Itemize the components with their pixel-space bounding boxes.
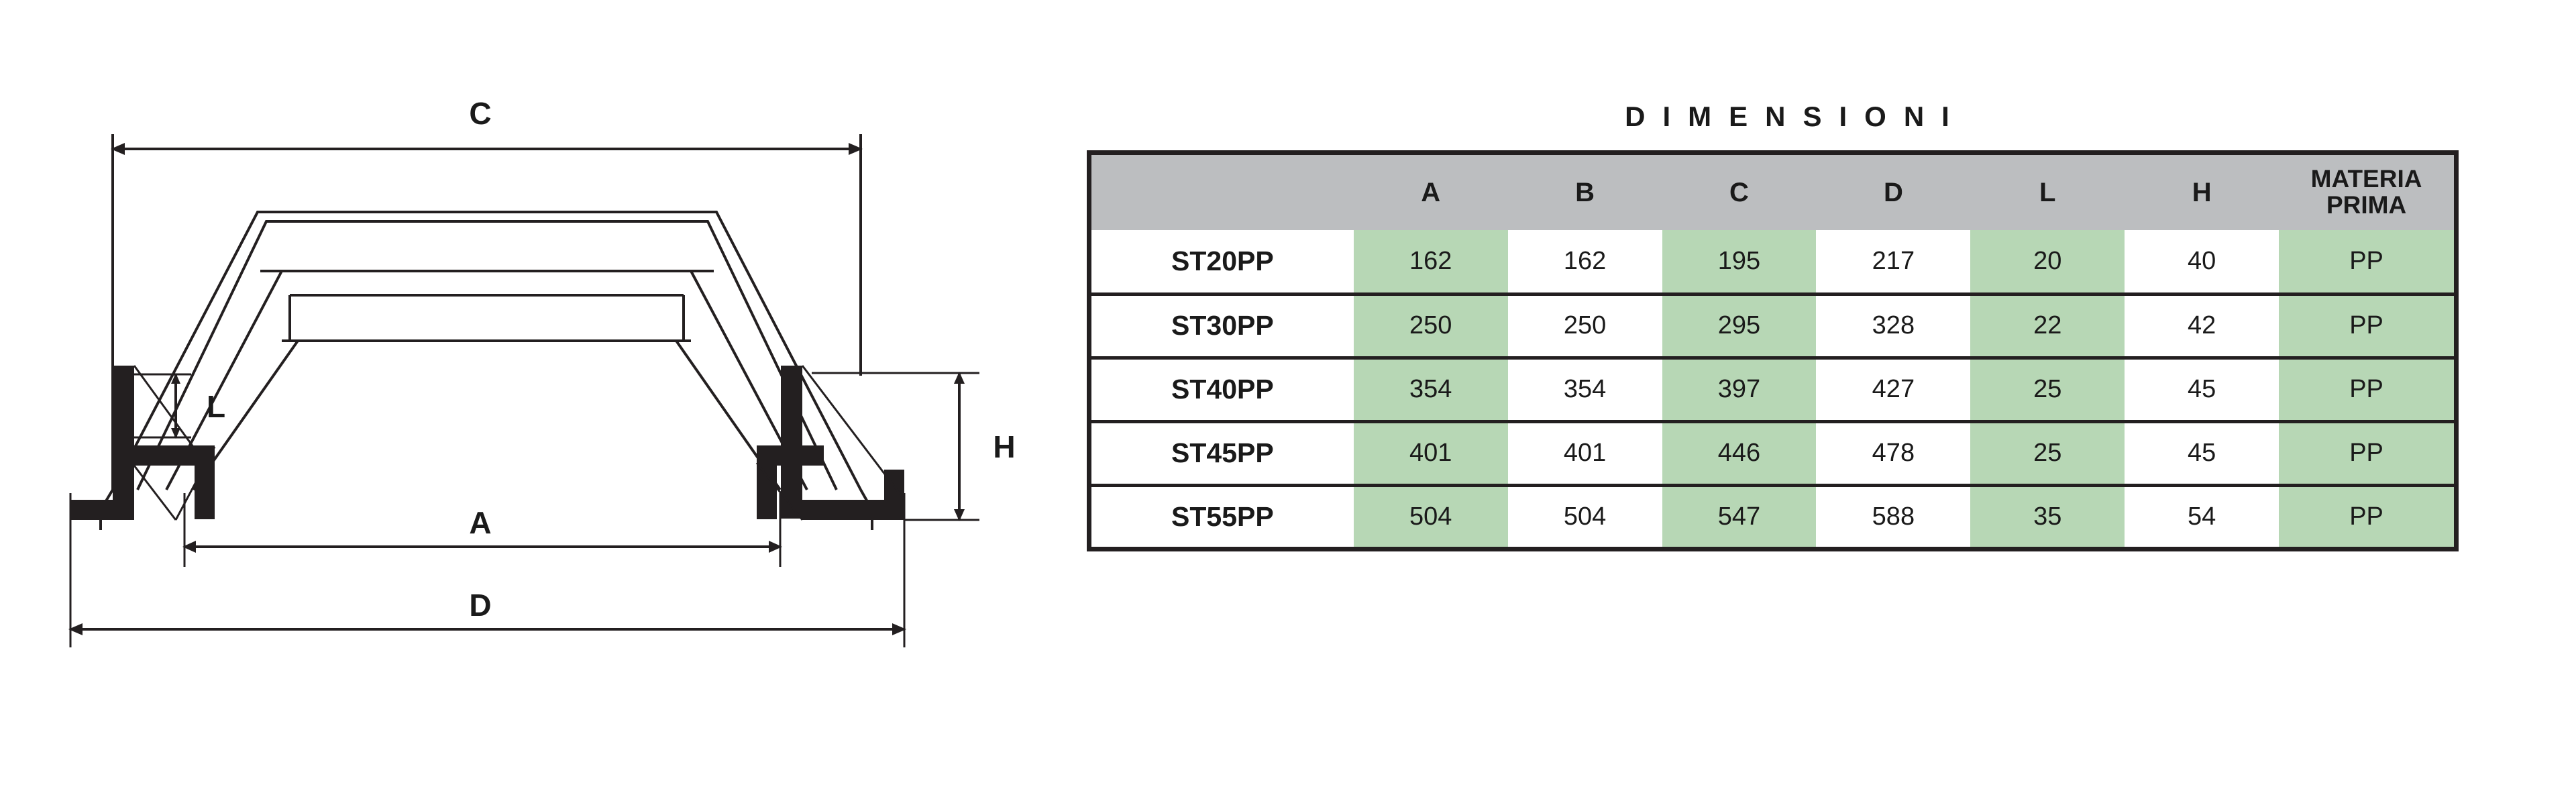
table-row: ST55PP 504 504 547 588 35 54 PP [1089, 483, 2457, 549]
cell-l: 25 [1970, 419, 2125, 485]
header-b: B [1507, 152, 1662, 230]
header-materia-line1: MATERIA [2310, 165, 2422, 193]
cell-materia: PP [2279, 230, 2457, 294]
cell-materia: PP [2279, 419, 2457, 485]
header-materia-prima: MATERIA PRIMA [2279, 152, 2457, 230]
cell-a: 401 [1353, 419, 1508, 485]
cell-b: 354 [1507, 356, 1662, 421]
cell-h: 42 [2125, 292, 2279, 358]
cell-h: 54 [2125, 483, 2279, 549]
cell-l: 35 [1970, 483, 2125, 549]
cell-model: ST45PP [1089, 419, 1354, 485]
cell-l: 20 [1970, 230, 2125, 294]
cell-materia: PP [2279, 356, 2457, 421]
cell-model: ST55PP [1089, 483, 1354, 549]
cell-a: 250 [1353, 292, 1508, 358]
cell-c: 195 [1662, 230, 1817, 294]
header-row: A B C D L H MATERIA PRIMA [1089, 152, 2457, 230]
header-a: A [1353, 152, 1508, 230]
cell-a: 354 [1353, 356, 1508, 421]
d-dimension [68, 493, 906, 647]
a-dimension [182, 493, 782, 567]
right-foot-profile [757, 366, 904, 520]
label-l: L [207, 389, 225, 424]
cell-c: 547 [1662, 483, 1817, 549]
cell-c: 295 [1662, 292, 1817, 358]
c-arrowheads [111, 143, 863, 155]
cell-d: 328 [1816, 292, 1971, 358]
cell-b: 504 [1507, 483, 1662, 549]
header-d: D [1816, 152, 1971, 230]
cell-d: 217 [1816, 230, 1971, 294]
technical-drawing: C A D L H [0, 0, 1073, 799]
cell-b: 401 [1507, 419, 1662, 485]
cell-d: 427 [1816, 356, 1971, 421]
table-row: ST40PP 354 354 397 427 25 45 PP [1089, 356, 2457, 421]
dimension-table: A B C D L H MATERIA PRIMA ST20PP 162 162… [1087, 150, 2459, 551]
table-title: DIMENSIONI [1625, 101, 1967, 132]
label-h: H [993, 429, 1015, 464]
header-materia-line2: PRIMA [2326, 191, 2407, 219]
header-model [1089, 152, 1354, 230]
h-dimension [812, 372, 979, 521]
dimension-table-panel: DIMENSIONI A B C D L H MATERIA PRIMA [1087, 101, 2496, 551]
cell-c: 397 [1662, 356, 1817, 421]
label-a: A [469, 505, 491, 540]
left-foot-profile [70, 366, 215, 520]
cell-materia: PP [2279, 292, 2457, 358]
outer-profile-inner [136, 220, 838, 490]
l-dimension [134, 373, 191, 439]
table-header: A B C D L H MATERIA PRIMA [1089, 152, 2457, 230]
cell-a: 162 [1353, 230, 1508, 294]
cell-h: 45 [2125, 356, 2279, 421]
cell-model: ST40PP [1089, 356, 1354, 421]
inner-wall-profile [165, 270, 808, 490]
header-c: C [1662, 152, 1817, 230]
cell-b: 162 [1507, 230, 1662, 294]
cell-d: 478 [1816, 419, 1971, 485]
label-c: C [469, 96, 491, 131]
outer-profile [111, 211, 862, 490]
cell-d: 588 [1816, 483, 1971, 549]
cell-model: ST20PP [1089, 230, 1354, 294]
table-body: ST20PP 162 162 195 217 20 40 PP ST30PP 2… [1089, 230, 2457, 549]
cross-section-svg: C A D L H [68, 96, 1016, 647]
cell-materia: PP [2279, 483, 2457, 549]
cell-h: 40 [2125, 230, 2279, 294]
table-row: ST45PP 401 401 446 478 25 45 PP [1089, 419, 2457, 485]
header-l: L [1970, 152, 2125, 230]
cell-h: 45 [2125, 419, 2279, 485]
cell-b: 250 [1507, 292, 1662, 358]
cell-c: 446 [1662, 419, 1817, 485]
table-row: ST30PP 250 250 295 328 22 42 PP [1089, 292, 2457, 358]
cell-l: 22 [1970, 292, 2125, 358]
header-h: H [2125, 152, 2279, 230]
cell-model: ST30PP [1089, 292, 1354, 358]
cell-l: 25 [1970, 356, 2125, 421]
table-row: ST20PP 162 162 195 217 20 40 PP [1089, 230, 2457, 294]
cell-a: 504 [1353, 483, 1508, 549]
label-d: D [469, 588, 491, 623]
